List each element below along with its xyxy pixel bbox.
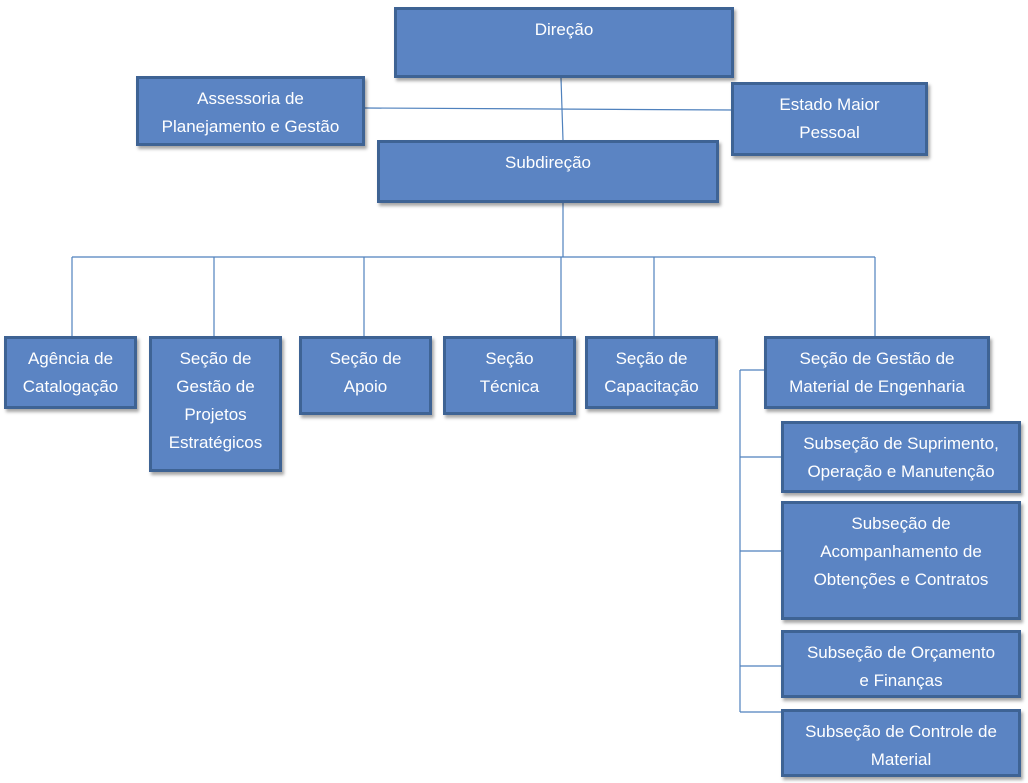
node-secao-apoio-line-2: Apoio <box>343 377 388 396</box>
node-estado-maior: Estado Maior Pessoal <box>731 82 928 156</box>
node-sub-orcamento-line-2: e Finanças <box>859 671 943 690</box>
node-secao-apoio-line-1: Seção de <box>329 349 402 368</box>
node-direcao-line-1: Direção <box>534 20 594 39</box>
node-assessoria: Assessoria de Planejamento e Gestão <box>136 76 365 146</box>
node-sub-acompanhamento-line-3: Obtenções e Contratos <box>813 570 989 589</box>
node-sub-acompanhamento-line-1: Subseção de <box>851 514 951 533</box>
node-secao-material-line-1: Seção de Gestão de <box>799 349 955 368</box>
node-secao-projetos-line-4: Estratégicos <box>168 433 263 452</box>
node-sub-controle-line-1: Subseção de Controle de <box>805 722 997 741</box>
node-assessoria-line-1: Assessoria de <box>197 89 304 108</box>
node-agencia: Agência de Catalogação <box>4 336 137 409</box>
node-sub-controle-line-2: Material <box>870 750 932 769</box>
node-direcao: Direção <box>394 7 734 78</box>
node-subdirecao-line-1: Subdireção <box>504 153 591 172</box>
node-sub-acompanhamento: Subseção de Acompanhamento de Obtenções … <box>781 501 1021 620</box>
connector-assessoria-estado-maior <box>364 107 734 111</box>
node-agencia-line-2: Catalogação <box>22 377 119 396</box>
node-secao-material-line-2: Material de Engenharia <box>789 377 965 396</box>
node-sub-controle: Subseção de Controle de Material <box>781 709 1021 777</box>
node-sub-orcamento: Subseção de Orçamento e Finanças <box>781 630 1021 698</box>
node-secao-tecnica-line-1: Seção <box>485 349 534 368</box>
node-secao-projetos-line-3: Projetos <box>184 405 247 424</box>
node-secao-apoio: Seção de Apoio <box>299 336 432 415</box>
node-estado-maior-line-2: Pessoal <box>799 123 860 142</box>
node-secao-projetos: Seção de Gestão de Projetos Estratégicos <box>149 336 282 472</box>
node-secao-capacitacao: Seção de Capacitação <box>585 336 718 409</box>
node-subdirecao: Subdireção <box>377 140 719 203</box>
node-secao-projetos-line-1: Seção de <box>179 349 252 368</box>
node-secao-projetos-line-2: Gestão de <box>176 377 255 396</box>
node-sub-suprimento-line-2: Operação e Manutenção <box>807 462 995 481</box>
node-assessoria-line-2: Planejamento e Gestão <box>161 117 340 136</box>
node-sub-suprimento-line-1: Subseção de Suprimento, <box>803 434 999 453</box>
node-sub-suprimento: Subseção de Suprimento, Operação e Manut… <box>781 421 1021 493</box>
node-sub-orcamento-line-1: Subseção de Orçamento <box>806 643 996 662</box>
node-secao-material: Seção de Gestão de Material de Engenhari… <box>764 336 990 409</box>
node-secao-tecnica-line-2: Técnica <box>479 377 540 396</box>
node-estado-maior-line-1: Estado Maior <box>779 95 880 114</box>
node-secao-capacitacao-line-1: Seção de <box>615 349 688 368</box>
node-secao-capacitacao-line-2: Capacitação <box>604 377 699 396</box>
node-sub-acompanhamento-line-2: Acompanhamento de <box>820 542 982 561</box>
node-secao-tecnica: Seção Técnica <box>443 336 576 415</box>
node-agencia-line-1: Agência de <box>27 349 114 368</box>
